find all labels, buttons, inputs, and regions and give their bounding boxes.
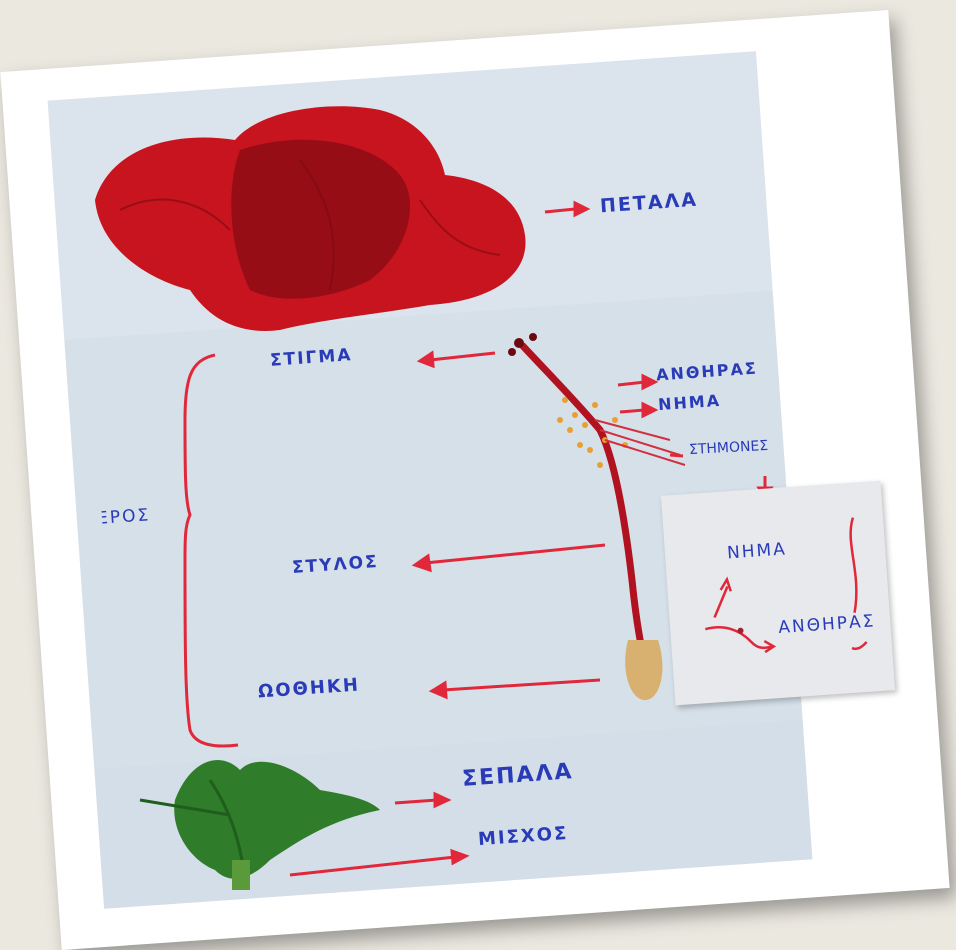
petals-image [95,106,526,331]
inset-arrows [661,481,895,706]
stamen-column-image [508,333,685,700]
pistil-brace [185,355,238,746]
inset-photo: ΝΗΜΑ ΑΝΘΗΡΑΣ [661,481,895,706]
inset-filament-label: ΝΗΜΑ [726,539,787,563]
